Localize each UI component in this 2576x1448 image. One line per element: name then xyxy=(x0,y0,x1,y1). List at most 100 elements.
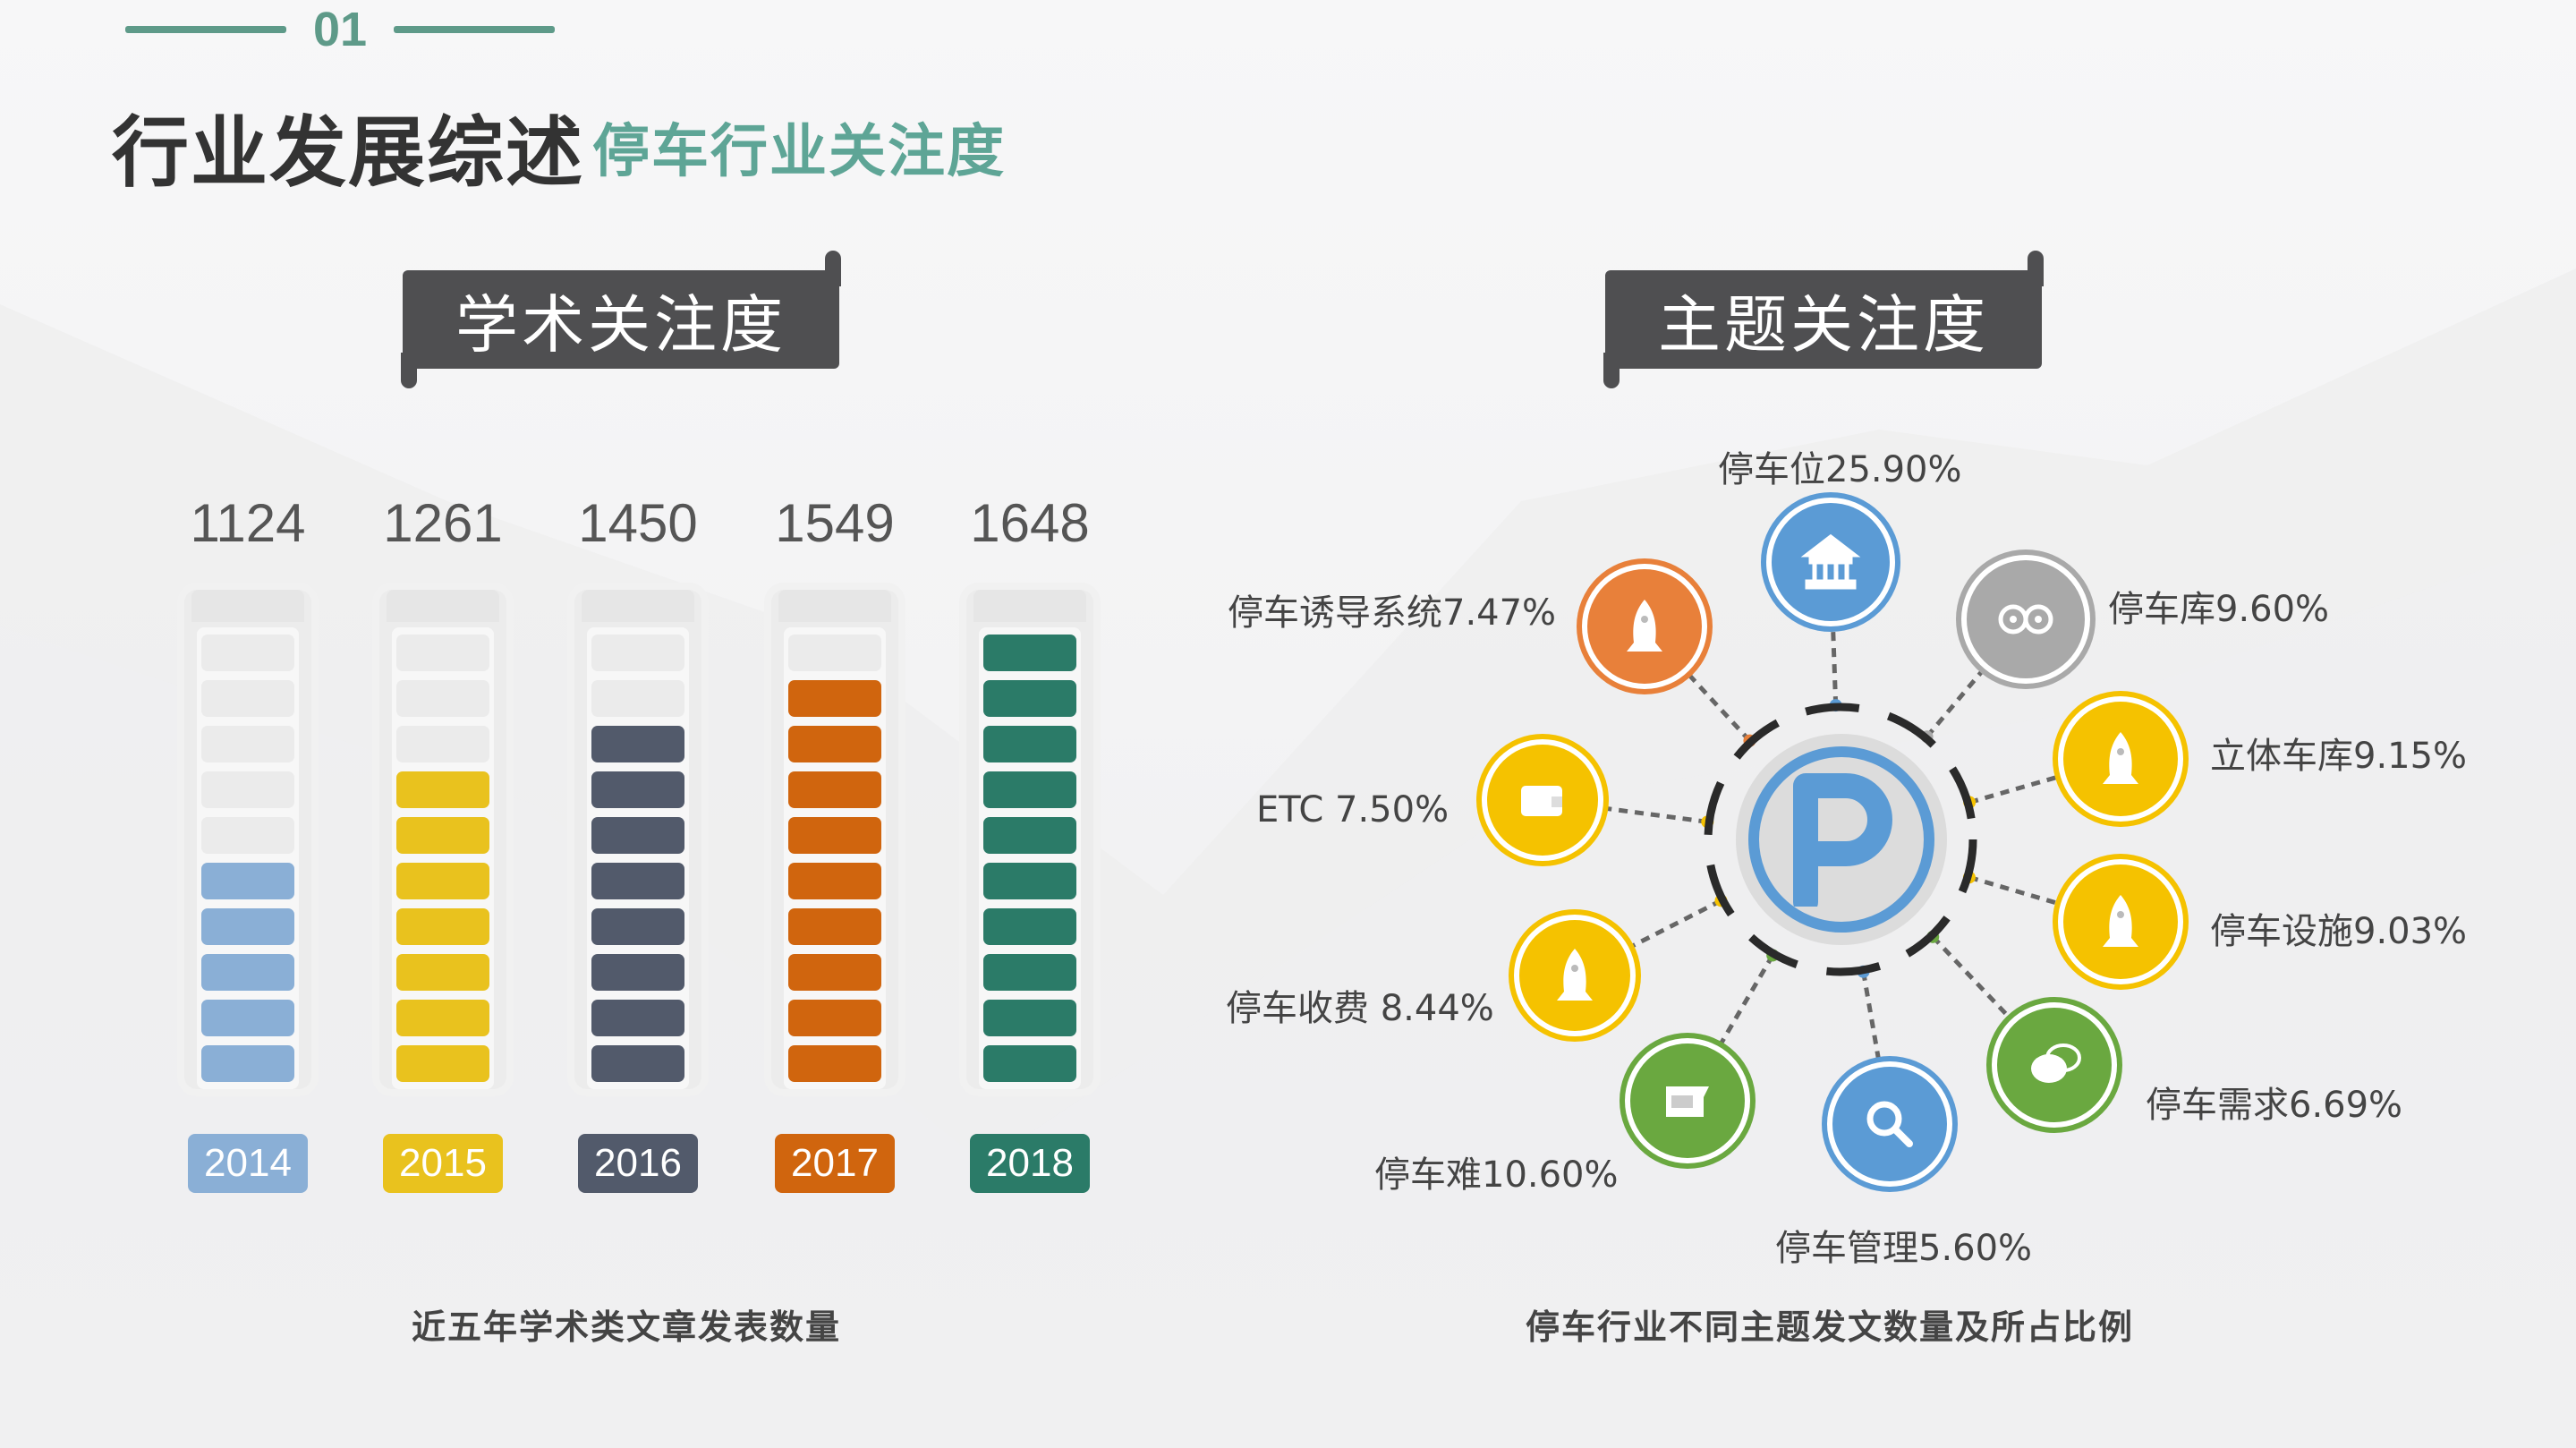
parking-hub xyxy=(1736,734,1947,945)
bar-value: 1648 xyxy=(970,493,1090,553)
bar-segment xyxy=(591,680,684,717)
bar-segment xyxy=(591,863,684,899)
bar-segment xyxy=(591,817,684,854)
bar-segment xyxy=(983,954,1076,991)
year-label: 2016 xyxy=(578,1134,698,1193)
bar-column-2018: 1648 2018 xyxy=(966,492,1106,1193)
page-subtitle: 停车行业关注度 xyxy=(592,119,1006,185)
year-label: 2017 xyxy=(775,1134,895,1193)
topic-node-8 xyxy=(1487,745,1598,856)
topic-attention-banner: 主题关注度 xyxy=(1603,251,2044,388)
bar-segment xyxy=(201,1000,294,1036)
academic-attention-banner: 学术关注度 xyxy=(401,251,841,388)
ticket-icon xyxy=(1666,1086,1709,1117)
bar-segment xyxy=(983,1000,1076,1036)
bar-segment xyxy=(201,908,294,945)
bar-segment xyxy=(201,680,294,717)
bar-segment xyxy=(591,1000,684,1036)
topic-node-2 xyxy=(2063,702,2178,816)
year-label: 2018 xyxy=(970,1134,1090,1193)
bar-column-2014: 1124 2014 xyxy=(184,492,324,1193)
bar-segment xyxy=(396,726,489,762)
chat-bubbles-icon xyxy=(2031,1043,2081,1083)
section-number-text: 01 xyxy=(313,3,368,56)
divider-right xyxy=(394,26,556,33)
bar-tube xyxy=(966,590,1093,1089)
topic-node-5 xyxy=(1832,1067,1947,1181)
bar-segment xyxy=(788,1045,881,1082)
topic-label: 立体车库9.15% xyxy=(2210,736,2468,777)
topic-label: 停车位25.90% xyxy=(1718,449,1962,490)
divider-left xyxy=(125,26,286,33)
bar-segment xyxy=(396,680,489,717)
bar-value: 1261 xyxy=(383,493,503,553)
rocket-icon xyxy=(1627,600,1662,652)
year-label: 2015 xyxy=(383,1134,503,1193)
bar-segment xyxy=(983,635,1076,671)
bar-segment xyxy=(591,1045,684,1082)
bar-segment xyxy=(591,954,684,991)
bar-segment xyxy=(983,817,1076,854)
topic-connectors xyxy=(1606,629,2058,1060)
bar-segment xyxy=(201,635,294,671)
bar-segment xyxy=(396,771,489,808)
bar-tube xyxy=(771,590,898,1089)
owl-eyes-icon xyxy=(1998,604,2053,635)
bar-segment xyxy=(201,954,294,991)
topic-label: 停车需求6.69% xyxy=(2146,1085,2403,1126)
bar-segment xyxy=(983,863,1076,899)
topic-node-7 xyxy=(1519,920,1630,1031)
bar-segment xyxy=(396,1045,489,1082)
topic-label: 停车库9.60% xyxy=(2108,589,2330,630)
topic-node-4 xyxy=(1997,1008,2112,1122)
bar-segment xyxy=(788,908,881,945)
academic-bar-chart: 1124 2014 1261 2015 1450 2016 1549 2017 1648 2018 xyxy=(170,492,1118,1226)
bar-column-2016: 1450 2016 xyxy=(574,492,714,1193)
topic-label: 停车难10.60% xyxy=(1374,1154,1619,1196)
bar-segment xyxy=(788,726,881,762)
bar-value: 1124 xyxy=(190,493,306,553)
rocket-icon xyxy=(2103,732,2138,784)
topic-node-1 xyxy=(1967,560,2085,678)
bar-tube xyxy=(184,590,311,1089)
section-number: 01 xyxy=(125,3,556,56)
bar-segment xyxy=(983,680,1076,717)
topic-node-0 xyxy=(1772,503,1890,621)
search-icon xyxy=(1866,1101,1913,1147)
bar-chart-caption: 近五年学术类文章发表数量 xyxy=(412,1307,842,1347)
bar-segment xyxy=(396,1000,489,1036)
bar-segment xyxy=(201,817,294,854)
bar-value: 1450 xyxy=(578,493,698,553)
bar-segment xyxy=(396,635,489,671)
topic-node-3 xyxy=(2063,865,2178,979)
bar-value: 1549 xyxy=(775,493,895,553)
banner-label: 学术关注度 xyxy=(455,287,786,362)
bar-segment xyxy=(788,1000,881,1036)
bank-building-icon xyxy=(1800,533,1861,590)
topic-chart-caption: 停车行业不同主题发文数量及所占比例 xyxy=(1526,1307,2135,1347)
bar-segment xyxy=(788,771,881,808)
bar-segment xyxy=(201,771,294,808)
bar-segment xyxy=(201,726,294,762)
bar-segment xyxy=(788,954,881,991)
bar-segment xyxy=(201,863,294,899)
bar-segment xyxy=(201,1045,294,1082)
bar-segment xyxy=(788,817,881,854)
bar-segment xyxy=(788,635,881,671)
rocket-icon xyxy=(1557,949,1593,1001)
bar-column-2017: 1549 2017 xyxy=(771,492,911,1193)
bar-tube xyxy=(379,590,506,1089)
bar-segment xyxy=(983,908,1076,945)
topic-label: 停车设施9.03% xyxy=(2210,911,2468,952)
bar-segment xyxy=(983,726,1076,762)
bar-tube xyxy=(574,590,701,1089)
bar-segment xyxy=(591,771,684,808)
page-title: 行业发展综述 xyxy=(112,108,584,198)
banner-label: 主题关注度 xyxy=(1658,287,1989,362)
topic-label: 停车收费 8.44% xyxy=(1226,988,1494,1029)
bar-segment xyxy=(396,908,489,945)
year-label: 2014 xyxy=(188,1134,308,1193)
parking-p-icon xyxy=(1793,773,1892,907)
topic-node-9 xyxy=(1587,569,1702,684)
topic-label: ETC 7.50% xyxy=(1256,789,1450,830)
